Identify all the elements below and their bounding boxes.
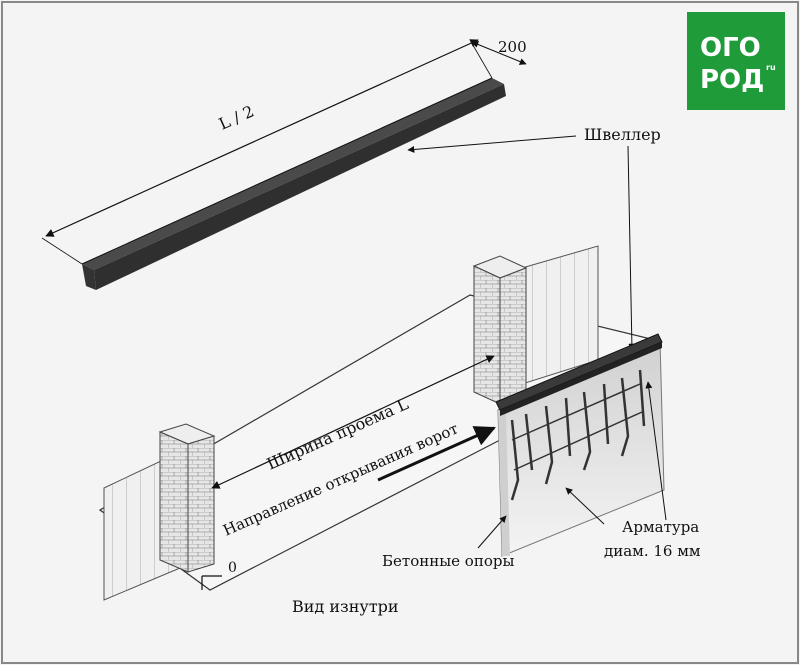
view-label: Вид изнутри (292, 597, 399, 616)
half-length-dimension (45, 39, 479, 237)
channel-width-label: 200 (498, 38, 527, 56)
foundation-channel (495, 333, 663, 416)
right-brick-pillar (472, 255, 528, 405)
rebar-label-line2: диам. 16 мм (604, 542, 701, 560)
right-fence-panel (521, 245, 599, 385)
rebar-label-line1: Арматура (622, 518, 699, 536)
ogorod-logo: ОГО РОД ru (687, 12, 785, 110)
left-brick-pillar (158, 423, 216, 573)
opening-direction-arrow (377, 426, 496, 482)
logo-line2: РОД (700, 65, 764, 95)
logo-background (687, 12, 785, 110)
concrete-label: Бетонные опоры (382, 552, 514, 570)
channel-beam (81, 77, 506, 290)
channel-width-dimension (471, 41, 527, 65)
rebar-cage (510, 369, 646, 501)
logo-line1: ОГО (700, 33, 761, 63)
zero-mark-label: 0 (228, 560, 237, 576)
channel-label: Швеллер (584, 125, 661, 144)
logo-sup: ru (766, 63, 776, 72)
half-length-label: L / 2 (216, 102, 257, 134)
opening-width-dimension (211, 355, 495, 489)
